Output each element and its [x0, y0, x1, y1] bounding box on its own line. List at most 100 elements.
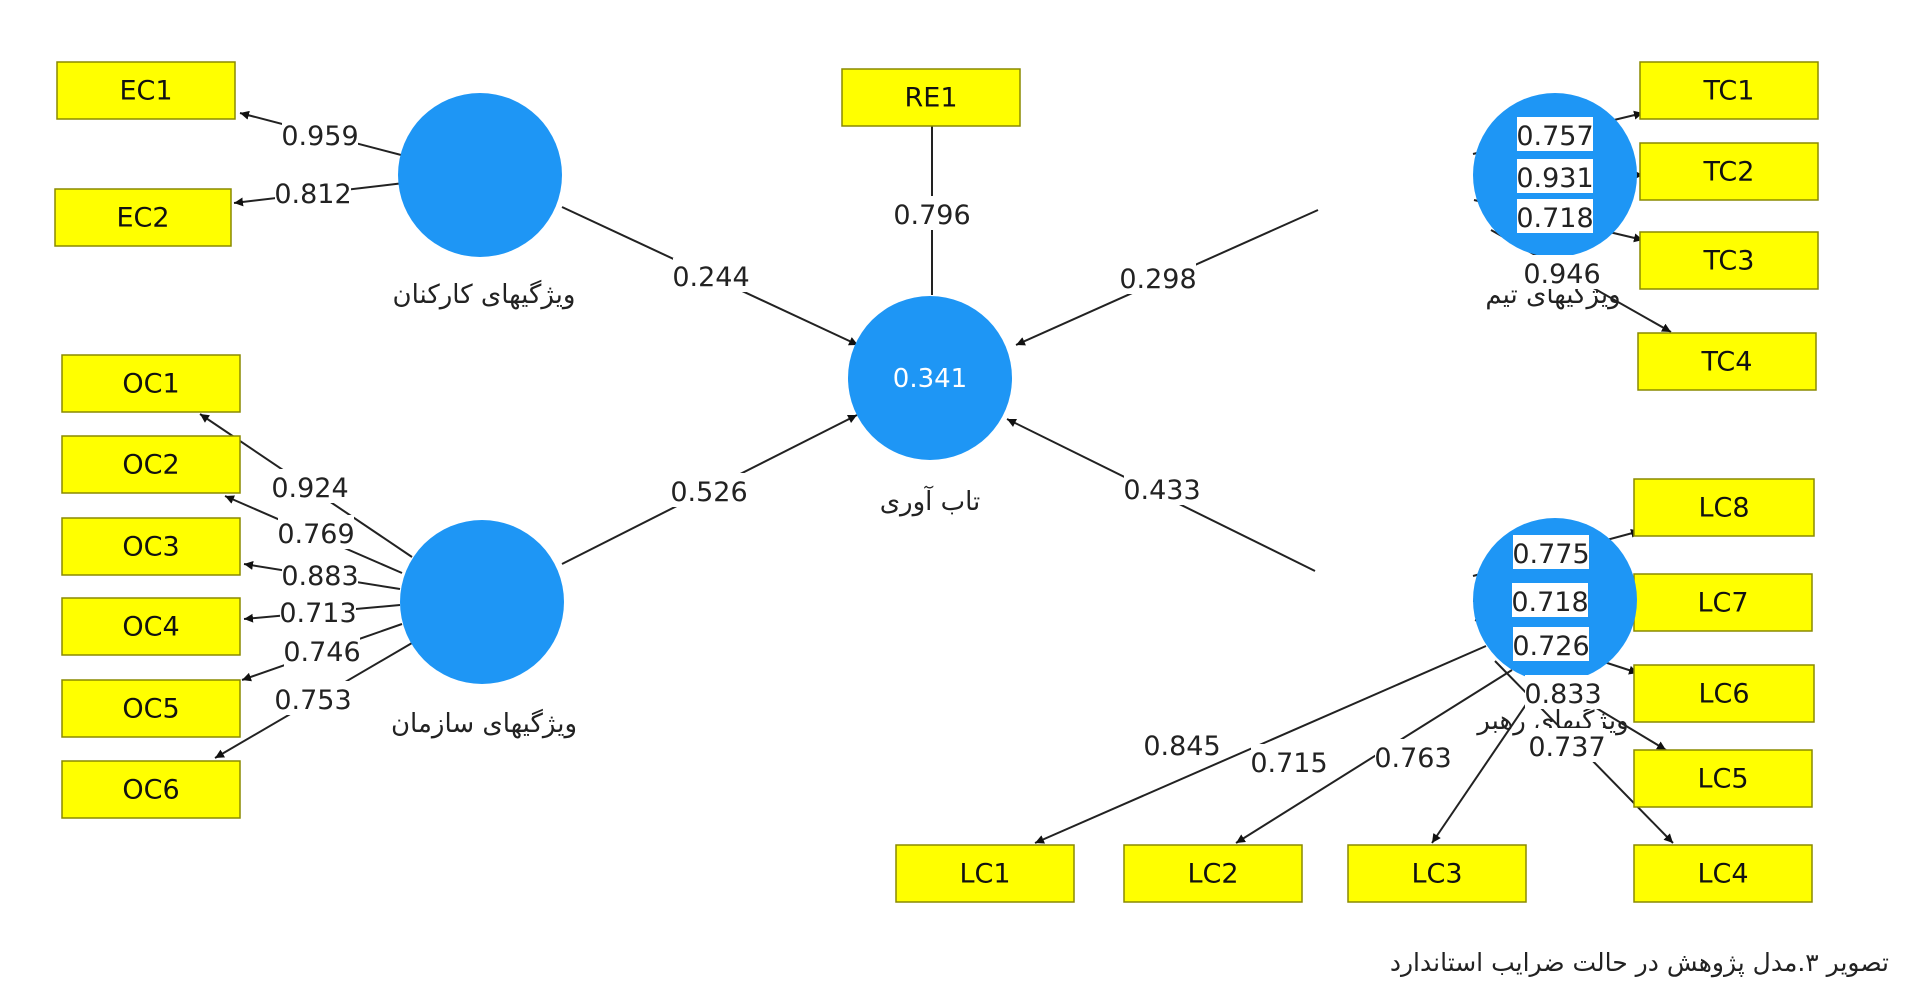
indicator-box — [1639, 231, 1819, 290]
indicator-tc1: TC1 — [1639, 61, 1819, 120]
edge-label-background — [894, 196, 970, 230]
indicator-label: EC1 — [119, 76, 172, 107]
indicator-label: LC4 — [1697, 859, 1748, 890]
edge-label: 0.718 — [1511, 583, 1589, 618]
edge-label: 0.526 — [670, 473, 748, 508]
edge-label-background — [1512, 583, 1588, 617]
indicator-label: LC2 — [1187, 859, 1238, 890]
edge-label-background — [282, 557, 358, 591]
edge-label-background — [1375, 739, 1451, 773]
construct-circle — [400, 520, 564, 684]
edge-coefficient: 0.433 — [1123, 475, 1200, 506]
indicator-box — [54, 188, 232, 247]
indicator-box — [61, 435, 241, 494]
edge-coefficient: 0.753 — [274, 685, 351, 716]
edge-label-background — [1120, 260, 1196, 294]
indicator-box — [61, 760, 241, 819]
edge-label: 0.737 — [1528, 728, 1606, 763]
edge-label-background — [1517, 159, 1593, 193]
edge-label: 0.946 — [1523, 255, 1601, 290]
indicator-label: TC3 — [1703, 246, 1755, 277]
edge-coefficient: 0.769 — [277, 519, 354, 550]
indicator-label: TC4 — [1701, 347, 1753, 378]
edge-coefficient: 0.946 — [1523, 259, 1600, 290]
indicator-tc2: TC2 — [1639, 142, 1819, 201]
edge-coefficient: 0.833 — [1524, 679, 1601, 710]
edge-label: 0.433 — [1123, 471, 1201, 506]
edge-label: 0.726 — [1512, 627, 1590, 662]
indicator-label: LC6 — [1698, 679, 1749, 710]
indicator-box — [56, 61, 236, 120]
indicator-box — [895, 844, 1075, 903]
indicator-label: OC6 — [122, 775, 179, 806]
construct-circle — [848, 296, 1012, 460]
indicator-tc3: TC3 — [1639, 231, 1819, 290]
edge-labels-layer: 0.9590.8120.7960.7570.9310.7180.9460.924… — [271, 117, 1606, 779]
indicator-oc2: OC2 — [61, 435, 241, 494]
construct-circle — [398, 93, 562, 257]
indicator-oc6: OC6 — [61, 760, 241, 819]
edge-label-background — [671, 473, 747, 507]
indicator-box — [1639, 61, 1819, 120]
indicator-label: LC3 — [1411, 859, 1462, 890]
indicator-box — [1633, 844, 1813, 903]
indicator-label: OC1 — [122, 369, 179, 400]
edge-label-background — [272, 469, 348, 503]
edge-coefficient: 0.713 — [279, 598, 356, 629]
indicator-label: LC7 — [1697, 588, 1748, 619]
construct-label: ویژگیهای کارکنان — [393, 279, 576, 310]
indicator-box — [841, 68, 1021, 127]
construct-organization: ویژگیهای سازمان — [391, 520, 577, 739]
edge-label: 0.763 — [1374, 739, 1452, 774]
edge-coefficient: 0.715 — [1250, 748, 1327, 779]
edge-coefficient: 0.718 — [1516, 203, 1593, 234]
indicator-box — [61, 354, 241, 413]
indicator-box — [61, 597, 241, 656]
indicator-lc3: LC3 — [1347, 844, 1527, 903]
indicator-label: EC2 — [116, 203, 169, 234]
edge-label-background — [282, 117, 358, 151]
indicator-lc1: LC1 — [895, 844, 1075, 903]
edge-label-background — [1517, 199, 1593, 233]
r-squared-value: 0.341 — [893, 364, 967, 394]
indicator-lc7: LC7 — [1633, 573, 1813, 632]
indicator-box — [1633, 478, 1815, 537]
edge-label: 0.775 — [1512, 535, 1590, 570]
indicator-label: OC5 — [122, 694, 179, 725]
edge-label: 0.924 — [271, 469, 349, 504]
edge-coefficient: 0.737 — [1528, 732, 1605, 763]
indicator-label: OC4 — [122, 612, 179, 643]
construct-employee: ویژگیهای کارکنان — [393, 93, 576, 310]
edge-coefficient: 0.959 — [281, 121, 358, 152]
figure-caption: تصویر ۳.مدل پژوهش در حالت ضرایب استاندار… — [1389, 948, 1889, 977]
edge-coefficient: 0.796 — [893, 200, 970, 231]
edge-label-background — [1517, 117, 1593, 151]
indicator-oc3: OC3 — [61, 517, 241, 576]
indicator-box — [1123, 844, 1303, 903]
edge-label-background — [280, 594, 356, 628]
indicator-box — [1633, 573, 1813, 632]
indicator-tc4: TC4 — [1637, 332, 1817, 391]
edge-label-background — [275, 175, 351, 209]
edge-label-background — [1525, 675, 1601, 709]
edge-label: 0.812 — [274, 175, 352, 210]
indicator-label: TC1 — [1703, 76, 1755, 107]
indicator-label: LC8 — [1698, 493, 1749, 524]
edge-label: 0.796 — [893, 196, 971, 231]
edge-label-background — [673, 258, 749, 292]
edge-label-background — [1144, 727, 1220, 761]
indicator-lc2: LC2 — [1123, 844, 1303, 903]
edge-label-background — [1124, 471, 1200, 505]
edge-label: 0.833 — [1524, 675, 1602, 710]
edge-coefficient: 0.775 — [1512, 539, 1589, 570]
edge-coefficient: 0.298 — [1119, 264, 1196, 295]
edge-coefficient: 0.845 — [1143, 731, 1220, 762]
edge-coefficient: 0.883 — [281, 561, 358, 592]
indicator-box — [61, 517, 241, 576]
indicator-lc5: LC5 — [1633, 749, 1813, 808]
indicator-re1: RE1 — [841, 68, 1021, 127]
edge-label: 0.845 — [1143, 727, 1221, 762]
indicator-box — [1639, 142, 1819, 201]
indicator-oc4: OC4 — [61, 597, 241, 656]
